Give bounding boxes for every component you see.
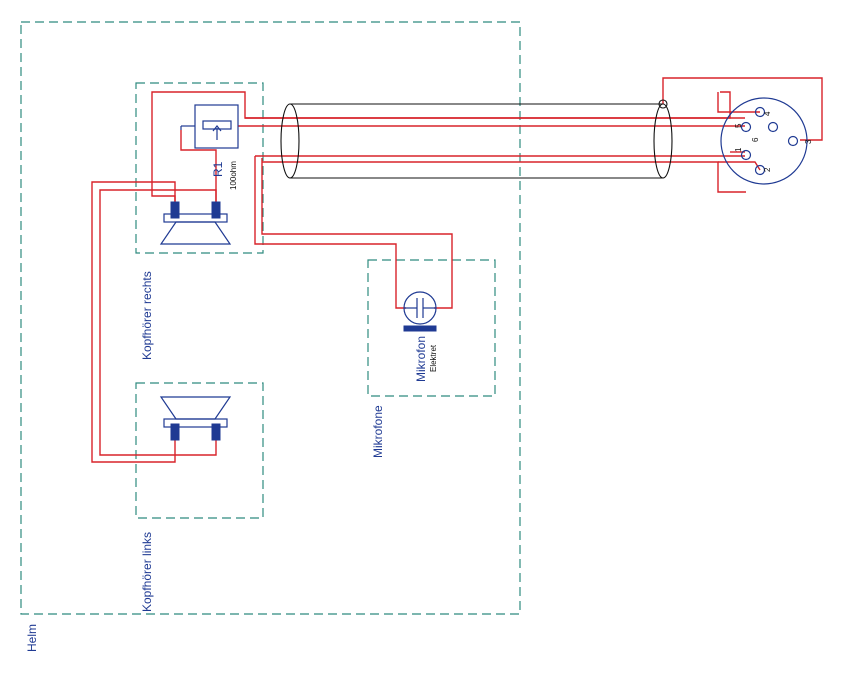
pin-2-label: 2 — [763, 167, 772, 172]
connector-6pin: 1 2 3 4 5 6 — [720, 97, 813, 185]
helm-box — [20, 21, 521, 615]
r1-label: R1 — [211, 161, 225, 177]
kopfhoerer-rechts-label: Kopfhörer rechts — [140, 271, 154, 360]
mikrofone-label: Mikrofone — [371, 405, 385, 458]
pin-6-label: 6 — [751, 137, 760, 142]
kopfhoerer-rechts-box — [135, 82, 264, 254]
microphone-electret: Mikrofon Elektret — [403, 291, 438, 382]
resistor-r1: R1 100ohm — [180, 104, 239, 190]
headphone-left-speaker — [159, 396, 232, 441]
kopfhoerer-links-box — [135, 382, 264, 519]
pin-5-label: 5 — [734, 123, 743, 128]
mikrofone-box — [367, 259, 496, 397]
pin-3-label: 3 — [804, 139, 813, 144]
headphone-right-speaker — [159, 201, 232, 245]
kopfhoerer-links-label: Kopfhörer links — [140, 532, 154, 612]
r1-value-label: 100ohm — [229, 161, 238, 190]
pin-1-label: 1 — [734, 147, 743, 152]
pin-4-label: 4 — [763, 111, 772, 116]
helm-label: Helm — [25, 624, 39, 652]
shielded-cable — [280, 99, 673, 179]
elektret-label: Elektret — [429, 344, 438, 372]
mikrofon-label: Mikrofon — [414, 336, 428, 382]
red-wires — [91, 77, 823, 463]
